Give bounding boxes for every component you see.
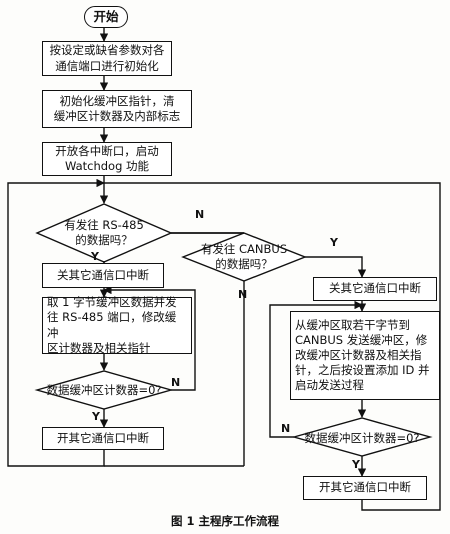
label-canbus-yes: Y	[330, 236, 338, 249]
label-buffer-right-yes: Y	[352, 458, 360, 471]
open-other-ports-right-box: 开其它通信口中断	[303, 476, 427, 500]
label-buffer-left-yes: Y	[92, 410, 100, 423]
fill-canbus-buffer-box: 从缓冲区取若干字节到 CANBUS 发送缓冲区，修 改缓冲区计数器及相关指 针，…	[290, 311, 440, 400]
init-buffer-box: 初始化缓冲区指针，清 缓冲区计数器及内部标志	[42, 90, 192, 128]
decision-rs485: 有发往 RS-485 的数据吗？	[64, 218, 144, 247]
close-other-ports-right-box: 关其它通信口中断	[313, 277, 437, 301]
start-terminal: 开始	[84, 6, 128, 28]
init-ports-box: 按设定或缺省参数对各 通信端口进行初始化	[42, 41, 172, 76]
read-byte-send-rs485-box: 取 1 字节缓冲区数据并发 往 RS-485 端口，修改缓冲 区计数器及相关指针	[42, 295, 192, 355]
edge-canbus-yes	[305, 256, 367, 278]
decision-canbus: 有发往 CANBUS 的数据吗？	[200, 242, 288, 271]
decision-buffer-right-shape	[291, 417, 433, 457]
edge-check-left-no	[103, 285, 196, 391]
close-other-ports-left-box: 关其它通信口中断	[42, 263, 164, 288]
edge-check-right-no	[269, 300, 363, 438]
label-rs485-no: N	[195, 208, 205, 221]
label-buffer-right-no: N	[281, 422, 291, 435]
figure-caption: 图 1 主程序工作流程	[170, 514, 279, 528]
label-buffer-left-no: N	[171, 376, 181, 389]
edge-open-left-return	[7, 178, 105, 467]
decision-buffer-right: 数据缓冲区计数器=0?	[304, 430, 420, 445]
decision-buffer-left: 数据缓冲区计数器=0?	[46, 382, 162, 397]
open-other-ports-left-box: 开其它通信口中断	[42, 427, 164, 450]
edge-open-right-return	[104, 182, 441, 511]
label-rs485-yes: Y	[91, 250, 99, 263]
label-canbus-no: N	[238, 288, 248, 301]
enable-interrupts-box: 开放各中断口，启动 Watchdog 功能	[42, 142, 172, 176]
